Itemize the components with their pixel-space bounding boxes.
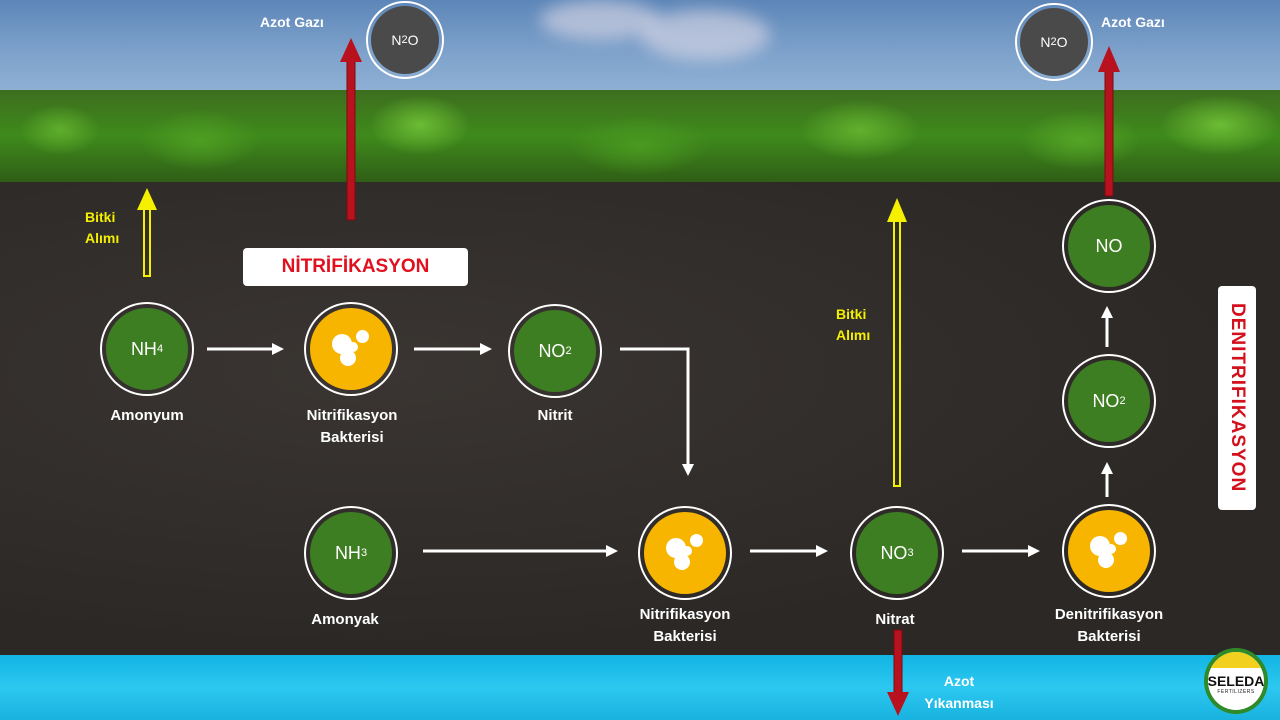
formula: NO	[1092, 390, 1120, 411]
yellow-arrow-uptake-2	[887, 198, 907, 487]
azot-gazi-label-left: Azot Gazı	[260, 14, 324, 30]
bacteria-icon	[1068, 510, 1150, 592]
text: Nitrifikasyon	[639, 606, 731, 623]
logo-name: SELEDA	[1207, 673, 1265, 689]
plants-background	[0, 90, 1280, 182]
formula: NH	[334, 542, 361, 563]
red-arrow-n2o-right	[1098, 46, 1120, 197]
formula: NO	[1095, 235, 1123, 256]
text: Bakterisi	[1077, 628, 1141, 645]
formula: NH	[130, 338, 157, 359]
formula: N	[1040, 34, 1051, 50]
formula-sub: 2	[401, 34, 408, 46]
formula: NO	[538, 340, 566, 361]
red-arrow-leaching	[887, 629, 909, 716]
bacteria-icon	[644, 512, 726, 594]
node-bacteria-1	[304, 302, 398, 396]
azot-gazi-label-right: Azot Gazı	[1101, 14, 1165, 30]
yellow-arrow-uptake-1	[137, 188, 157, 277]
label-amonyak: Amonyak	[311, 611, 379, 628]
text: Alımı	[836, 327, 871, 343]
text: DENITRIFIKASYON	[1227, 303, 1248, 493]
text: Bakterisi	[320, 429, 384, 446]
formula-sub: 2	[565, 345, 572, 357]
nitrification-title: NİTRİFİKASYON	[243, 248, 468, 286]
formula-tail: O	[1056, 34, 1068, 50]
text: Bitki	[85, 209, 116, 225]
logo-tagline: FERTILIZERS	[1217, 689, 1255, 695]
text: Bitki	[836, 306, 867, 322]
red-arrow-n2o-left	[340, 38, 362, 221]
arrow-no2-to-bacteria2	[620, 347, 694, 476]
denitrification-title: DENITRIFIKASYON	[1218, 286, 1256, 510]
text: Alımı	[85, 230, 120, 246]
cloud	[640, 10, 770, 60]
label-nitrit: Nitrit	[537, 407, 573, 424]
node-bacteria-3	[1062, 504, 1156, 598]
formula-sub: 2	[1119, 395, 1126, 407]
formula-sub: 4	[156, 343, 164, 355]
water-background	[0, 655, 1280, 720]
formula-sub: 3	[360, 547, 368, 559]
node-bacteria-2	[638, 506, 732, 600]
node-no: NO	[1062, 199, 1156, 293]
formula-sub: 2	[1050, 36, 1057, 48]
label-amonyum: Amonyum	[110, 407, 184, 424]
bacteria-icon	[310, 308, 392, 390]
label-nitrat: Nitrat	[875, 611, 915, 628]
text: Bakterisi	[653, 628, 717, 645]
text: Nitrifikasyon	[306, 407, 398, 424]
formula-sub: 3	[907, 547, 914, 559]
text: Azot	[943, 673, 975, 689]
text: Yıkanması	[924, 695, 994, 711]
formula-tail: O	[407, 32, 419, 48]
formula: N	[391, 32, 402, 48]
formula: NO	[880, 542, 908, 563]
text: Denitrifikasyon	[1054, 606, 1164, 623]
